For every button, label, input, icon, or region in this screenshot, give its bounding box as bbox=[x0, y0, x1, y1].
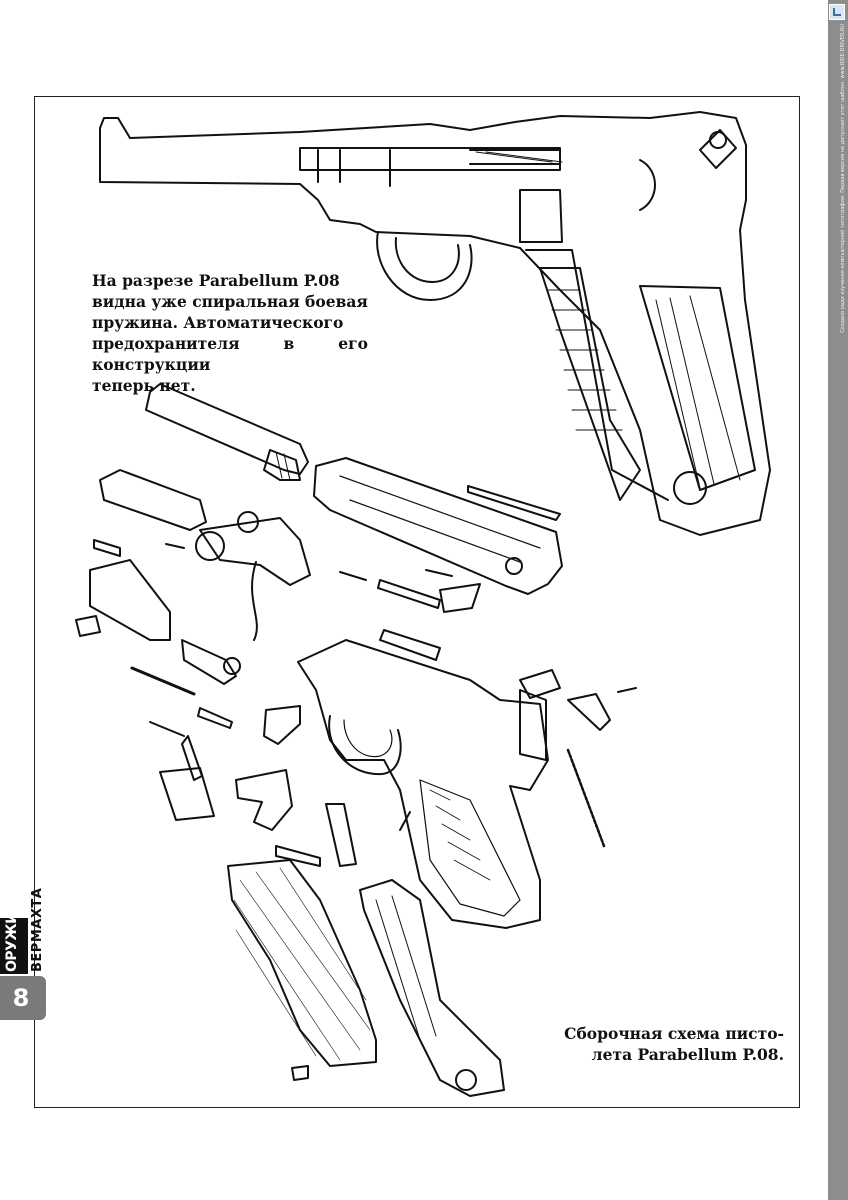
cutaway-caption: На разрезе Parabellum P.08 видна уже спи… bbox=[92, 270, 368, 396]
cutaway-caption-line: предохранителя в его конструкции bbox=[92, 334, 368, 374]
magazine-logo-text: ОРУЖИЕ bbox=[4, 903, 20, 972]
pistol-frame bbox=[297, 639, 549, 929]
small-parts-right bbox=[325, 669, 637, 867]
magazine bbox=[359, 879, 505, 1097]
receiver bbox=[313, 457, 563, 595]
watermark-text: Создано ради изучения компьютерной типог… bbox=[840, 24, 846, 333]
magazine-logo bbox=[0, 918, 28, 974]
assembly-caption-line: Сборочная схема писто- bbox=[564, 1024, 784, 1043]
magazine-subtitle: ВЕРМАХТА bbox=[30, 887, 45, 972]
cutaway-caption-line: теперь нет. bbox=[92, 376, 196, 395]
cutaway-caption-line: На разрезе Parabellum P.08 bbox=[92, 271, 340, 290]
assembly-caption-line: лета Parabellum P.08. bbox=[591, 1045, 784, 1064]
watermark-bar: Создано ради изучения компьютерной типог… bbox=[828, 0, 848, 1200]
page-number-tab bbox=[0, 976, 46, 1020]
page-number: 8 bbox=[12, 984, 30, 1012]
assembly-caption: Сборочная схема писто- лета Parabellum P… bbox=[548, 1023, 784, 1065]
cutaway-pistol bbox=[99, 111, 771, 536]
page-frame bbox=[34, 96, 800, 1108]
watermark-logo-icon bbox=[829, 4, 845, 20]
barrel bbox=[145, 383, 309, 481]
cutaway-caption-line: видна уже спиральная боевая bbox=[92, 292, 368, 311]
small-parts-left bbox=[93, 539, 321, 867]
toggle-assembly bbox=[99, 469, 311, 586]
cutaway-caption-line: пружина. Автоматического bbox=[92, 313, 344, 332]
misc-pins bbox=[339, 485, 561, 661]
grip-panel bbox=[227, 859, 377, 1081]
breech-block bbox=[75, 559, 241, 685]
